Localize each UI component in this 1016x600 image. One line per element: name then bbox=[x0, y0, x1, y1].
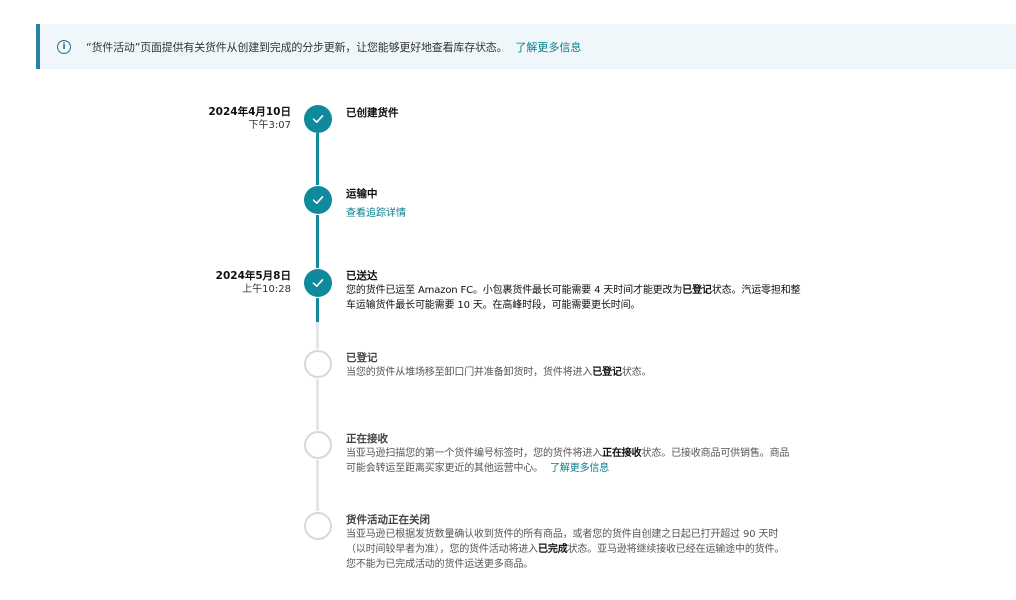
learn-more-link[interactable]: 了解更多信息 bbox=[550, 463, 610, 474]
step-description: 当您的货件从堆场移至卸口门并准备卸货时，货件将进入已登记状态。 bbox=[346, 367, 652, 378]
view-tracking-link[interactable]: 查看追踪详情 bbox=[346, 208, 406, 219]
step-date: 2024年5月8日 bbox=[215, 270, 291, 282]
step-description: 当亚马逊已根据发货数量确认收到货件的所有商品，或者您的货件自创建之日起已打开超过… bbox=[346, 529, 779, 540]
step-timestamp: 2024年5月8日 上午10:28 bbox=[171, 270, 291, 296]
check-icon bbox=[304, 105, 332, 133]
learn-more-link[interactable]: 了解更多信息 bbox=[515, 40, 582, 54]
info-banner: i “货件活动”页面提供有关货件从创建到完成的分步更新，让您能够更好地查看库存状… bbox=[36, 24, 1016, 69]
step-description: 当亚马逊扫描您的第一个货件编号标签时，您的货件将进入正在接收状态。已接收商品可供… bbox=[346, 448, 790, 459]
timeline-connector bbox=[316, 298, 319, 322]
step-title: 已创建货件 bbox=[346, 107, 399, 119]
step-title: 已登记 bbox=[346, 352, 378, 364]
pending-circle-icon bbox=[304, 431, 332, 459]
check-icon bbox=[304, 269, 332, 297]
timeline-connector bbox=[316, 460, 319, 511]
step-title: 货件活动正在关闭 bbox=[346, 514, 430, 526]
step-description: 车运输货件最长可能需要 10 天。在高峰时段，可能需要更长时间。 bbox=[346, 300, 641, 311]
timeline-connector bbox=[316, 322, 319, 349]
step-date: 2024年4月10日 bbox=[208, 106, 291, 118]
step-timestamp: 2024年4月10日 下午3:07 bbox=[171, 106, 291, 132]
step-title: 正在接收 bbox=[346, 433, 388, 445]
step-description: 您的货件已运至 Amazon FC。小包裹货件最长可能需要 4 天时间才能更改为… bbox=[346, 285, 801, 296]
step-time: 上午10:28 bbox=[242, 284, 291, 295]
timeline-connector bbox=[316, 215, 319, 268]
timeline-connector bbox=[316, 379, 319, 430]
timeline-connector bbox=[316, 133, 319, 185]
pending-circle-icon bbox=[304, 350, 332, 378]
check-icon bbox=[304, 186, 332, 214]
step-description: （以时间较早者为准），您的货件活动将进入已完成状态。亚马逊将继续接收已经在运输途… bbox=[346, 544, 785, 555]
step-description: 可能会转运至距离买家更近的其他运营中心。 了解更多信息 bbox=[346, 463, 610, 474]
pending-circle-icon bbox=[304, 512, 332, 540]
step-title: 已送达 bbox=[346, 270, 378, 282]
step-title: 运输中 bbox=[346, 188, 378, 200]
step-description: 您不能为已完成活动的货件运送更多商品。 bbox=[346, 559, 534, 570]
banner-text: “货件活动”页面提供有关货件从创建到完成的分步更新，让您能够更好地查看库存状态。 bbox=[86, 40, 508, 54]
step-time: 下午3:07 bbox=[248, 120, 291, 131]
info-icon: i bbox=[57, 39, 71, 54]
